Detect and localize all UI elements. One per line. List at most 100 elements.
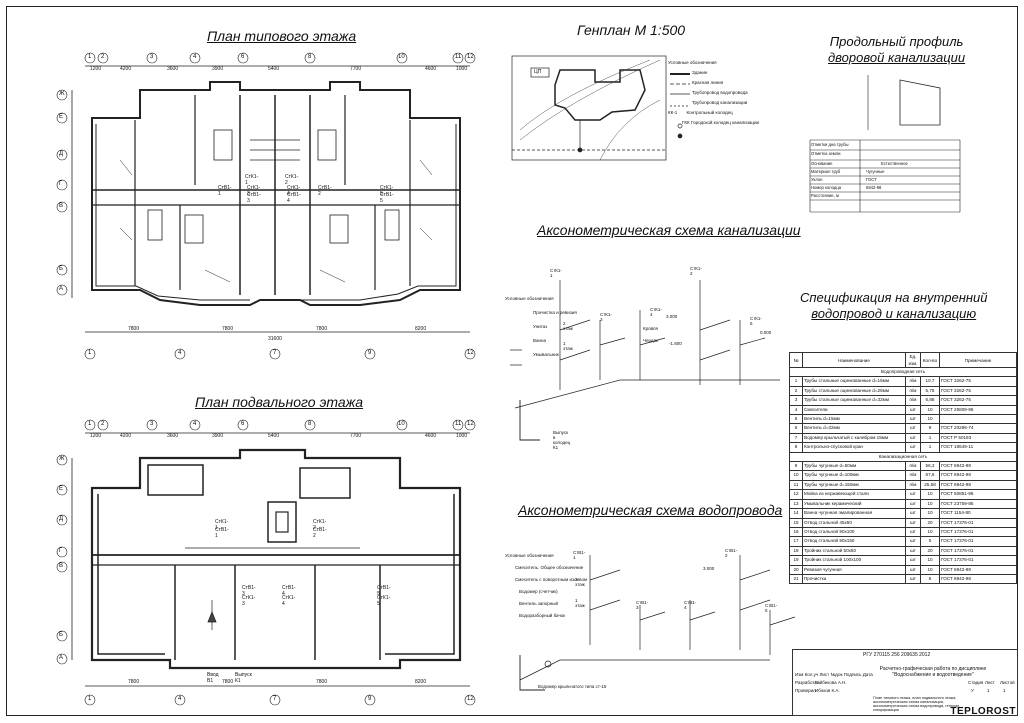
riser-label: СтВ1-5: [380, 192, 394, 204]
spec-col-name: Наименование: [802, 352, 906, 368]
spec-cell: шт: [905, 526, 921, 538]
level-label: -1.800: [669, 341, 682, 346]
riser-label: СтВ1-3: [242, 585, 256, 597]
row-a: А: [59, 286, 64, 292]
spec-cell: 5,75: [920, 385, 940, 397]
spec-cell: Вентиль d=32мм: [802, 423, 906, 434]
riser-label: СтВ1-4: [287, 192, 301, 204]
site-legend-item: КК-1 Контрольный колодец: [668, 108, 759, 118]
spec-cell: 1: [920, 432, 940, 444]
spec-cell: 5: [920, 536, 940, 547]
profile-row-value: Естественное: [881, 161, 908, 166]
spec-cell: Тройник стальной 50х50: [802, 545, 906, 557]
spec-cell: 6: [789, 423, 803, 434]
sewer-riser-label: СтК1-2: [690, 266, 702, 276]
axis-bottom-12: 12: [467, 350, 474, 356]
b-row-v: В: [59, 563, 64, 569]
b-dim-5400: 5400: [268, 433, 280, 439]
sewer-riser-label: СтК1-4: [650, 307, 662, 317]
axis-top-8: 8: [308, 54, 312, 60]
spec-section-row: Водопроводная сеть: [789, 366, 1017, 378]
spec-cell: Отвод стальной 90х100: [802, 526, 906, 538]
spec-cell: ГОСТ 17376-01: [939, 545, 1017, 557]
spec-section-sewer: Канализационная сеть: [789, 451, 1017, 463]
spec-cell: шт: [905, 573, 921, 585]
spec-cell: п/м: [905, 479, 921, 491]
water-riser-label: СтВ1-1: [573, 550, 586, 560]
stamp-col: Дата: [862, 672, 873, 677]
b-axis-top-4: 4: [193, 421, 197, 427]
typical-floor-title: План типового этажа: [207, 28, 357, 44]
spec-cell: 18: [789, 545, 803, 557]
riser-label: СтВ1-2: [313, 527, 327, 539]
sewer-legend: Условные обозначения Прочистка и ревизия…: [505, 292, 577, 362]
spec-cell: 20: [920, 517, 940, 528]
site-legend-item: Здание: [692, 70, 708, 75]
spec-cell: 10,7: [920, 376, 940, 387]
floor-2-label: 2 этаж: [575, 577, 585, 587]
spec-cell: ГОСТ 6942-98: [939, 479, 1017, 491]
sewer-profile: [809, 75, 961, 213]
spec-cell: ГОСТ 6942-98: [939, 564, 1017, 575]
outlet-label: Выпуск в колодец К1: [553, 430, 571, 450]
spec-cell: Вентиль d=15мм: [802, 414, 906, 425]
spec-col-qty: Кол-во: [920, 352, 940, 368]
water-axonometry: [519, 555, 796, 691]
level-label: 3.000: [666, 314, 678, 319]
spec-title-line2: водопровод и канализацию: [811, 306, 977, 321]
site-legend-item-text: Контрольный колодец: [686, 110, 733, 115]
b-dim-bottom-1: 7800: [128, 679, 140, 685]
typical-floor-plan: [71, 65, 470, 333]
spec-cell: 7: [789, 432, 803, 444]
row-v: В: [59, 203, 64, 209]
spec-cell: шт: [905, 423, 921, 434]
axis-top-2: 2: [101, 54, 105, 60]
site-legend-title: Условные обозначения: [668, 60, 717, 65]
row-d: Д: [59, 151, 64, 157]
water-riser-label: СтВ1-3: [636, 600, 649, 610]
sewer-legend-title: Условные обозначения: [505, 296, 554, 301]
profile-title: Продольный профиль дворовой канализации: [828, 34, 965, 66]
typical-axes-top: [56, 52, 476, 706]
b-dim-7700: 7700: [350, 433, 362, 439]
spec-section-water: Водопроводная сеть: [789, 366, 1017, 378]
site-plan-title: Генплан М 1:500: [577, 22, 686, 38]
stamp-meta-head-1: Стадия: [968, 680, 984, 685]
water-riser-label: СтВ1-5: [765, 603, 778, 613]
spec-cell: ГОСТ 50851-96: [939, 489, 1017, 500]
water-inlet-label: Ввод В1: [207, 672, 219, 684]
spec-cell: 5: [789, 414, 803, 425]
spec-cell: Умывальник керамический: [802, 498, 906, 510]
axis-top-12: 12: [467, 54, 474, 60]
floor-1-label: 1 этаж: [575, 598, 585, 608]
site-legend-item: Трубопровод канализации: [692, 100, 748, 105]
b-dim-bottom-2: 7800: [222, 679, 234, 685]
dim-4600: 4600: [425, 66, 437, 72]
spec-cell: 16: [789, 526, 803, 538]
spec-cell: ГОСТ 17376-01: [939, 555, 1017, 566]
stamp-col: Кол.уч: [804, 672, 819, 677]
dim-3600: 3600: [167, 66, 179, 72]
level-label: 0.000: [760, 330, 772, 335]
stamp-meta-val-3: 1: [1003, 688, 1006, 693]
riser-label: СтК1-1: [215, 519, 229, 531]
riser-label: СтВ1-5: [377, 585, 391, 597]
spec-cell: ГОСТ 25809-96: [939, 404, 1017, 416]
spec-cell: 10: [920, 564, 940, 575]
spec-cell: 15: [789, 517, 803, 528]
site-code-gkk: ГКК: [682, 120, 690, 125]
spec-cell: Трубы чугунные d=100мм: [802, 470, 906, 481]
attic-label: Чердак: [643, 338, 658, 343]
b-dim-3600: 3600: [167, 433, 179, 439]
spec-cell: п/м: [905, 385, 921, 397]
spec-cell: шт: [905, 517, 921, 528]
site-legend: Условные обозначения Здание Красная лини…: [668, 58, 759, 128]
